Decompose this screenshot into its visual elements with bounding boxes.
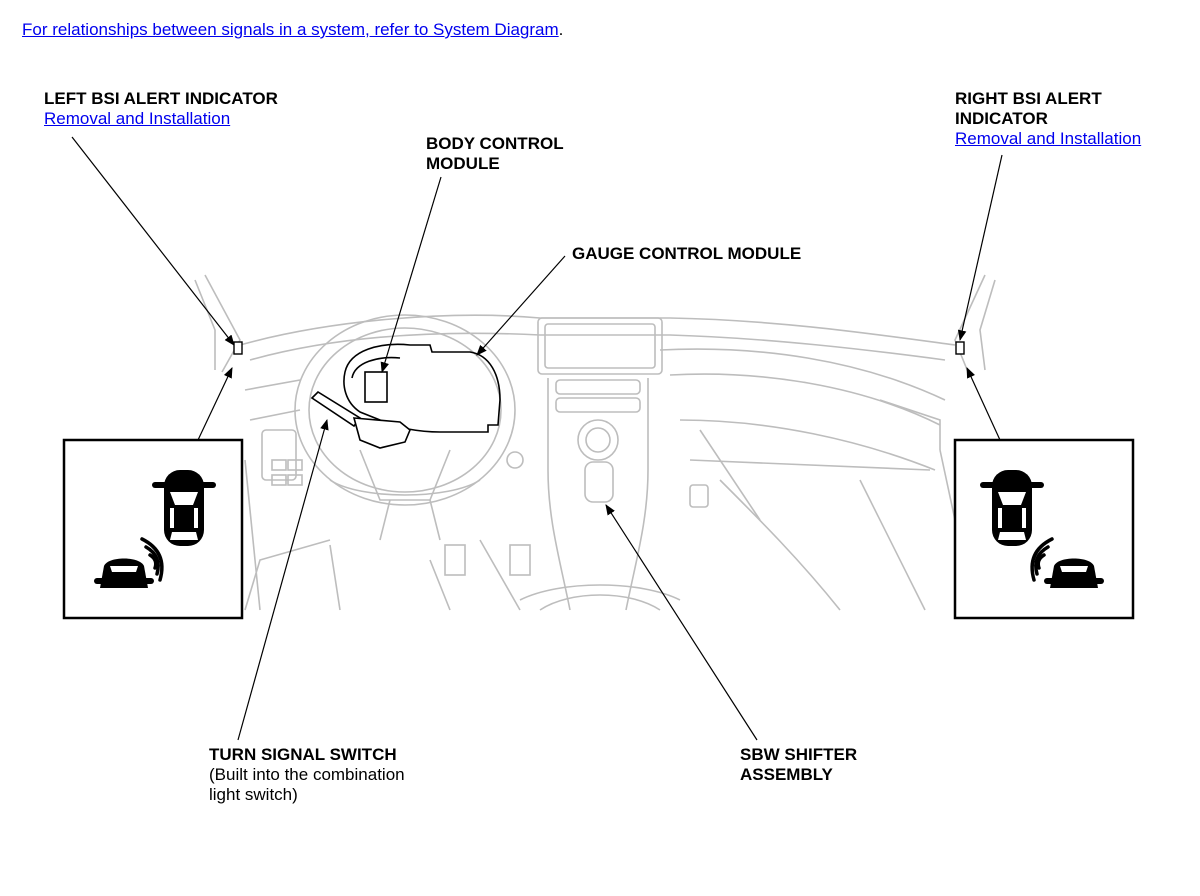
turn-signal-title: TURN SIGNAL SWITCH bbox=[209, 745, 397, 764]
intro-sentence: For relationships between signals in a s… bbox=[22, 20, 563, 40]
right-bsi-title-line2: INDICATOR bbox=[955, 109, 1048, 128]
right-bsi-removal-link[interactable]: Removal and Installation bbox=[955, 129, 1142, 148]
dashboard-line-art bbox=[194, 274, 996, 611]
body-control-module-label: BODY CONTROL MODULE bbox=[426, 134, 564, 174]
turn-signal-stalk-shape bbox=[310, 390, 411, 449]
intro-period: . bbox=[558, 20, 564, 39]
sbw-shifter-label: SBW SHIFTER ASSEMBLY bbox=[740, 745, 857, 785]
leader-body-control bbox=[380, 176, 442, 374]
left-bsi-inset bbox=[62, 438, 244, 620]
left-bsi-label: LEFT BSI ALERT INDICATOR Removal and Ins… bbox=[44, 89, 278, 129]
leader-turn-signal bbox=[237, 418, 329, 741]
leader-left-inset bbox=[197, 367, 233, 441]
turn-signal-switch-label: TURN SIGNAL SWITCH (Built into the combi… bbox=[209, 745, 405, 805]
leader-sbw-shifter bbox=[605, 504, 758, 741]
car-icon-large bbox=[152, 470, 216, 546]
system-diagram-link[interactable]: For relationships between signals in a s… bbox=[22, 20, 559, 39]
car-icon-small bbox=[1044, 558, 1104, 588]
body-control-line2: MODULE bbox=[426, 154, 500, 173]
radar-waves-icon bbox=[140, 537, 164, 582]
gauge-cluster-shape bbox=[343, 343, 501, 433]
turn-signal-sub2: light switch) bbox=[209, 785, 298, 804]
right-bsi-title-line1: RIGHT BSI ALERT bbox=[955, 89, 1102, 108]
right-bsi-indicator-mark bbox=[955, 341, 965, 355]
sbw-shifter-line2: ASSEMBLY bbox=[740, 765, 833, 784]
gauge-control-module-label: GAUGE CONTROL MODULE bbox=[572, 244, 801, 264]
car-icon-small bbox=[94, 558, 154, 588]
leader-gauge-control bbox=[476, 255, 566, 356]
right-bsi-inset bbox=[953, 438, 1135, 620]
sbw-shifter-line1: SBW SHIFTER bbox=[740, 745, 858, 764]
left-bsi-removal-link[interactable]: Removal and Installation bbox=[44, 109, 231, 128]
leader-right-inset bbox=[966, 367, 1001, 441]
turn-signal-sub1: (Built into the combination bbox=[209, 765, 405, 784]
body-control-line1: BODY CONTROL bbox=[426, 134, 564, 153]
left-bsi-indicator-mark bbox=[233, 341, 243, 355]
right-bsi-label: RIGHT BSI ALERT INDICATOR Removal and In… bbox=[955, 89, 1141, 149]
leader-right-bsi bbox=[957, 154, 1003, 342]
car-icon-large bbox=[980, 470, 1044, 546]
leader-left-bsi bbox=[71, 136, 235, 346]
left-bsi-title: LEFT BSI ALERT INDICATOR bbox=[44, 89, 278, 108]
gauge-control-title: GAUGE CONTROL MODULE bbox=[572, 244, 802, 263]
radar-waves-icon bbox=[1030, 537, 1054, 582]
